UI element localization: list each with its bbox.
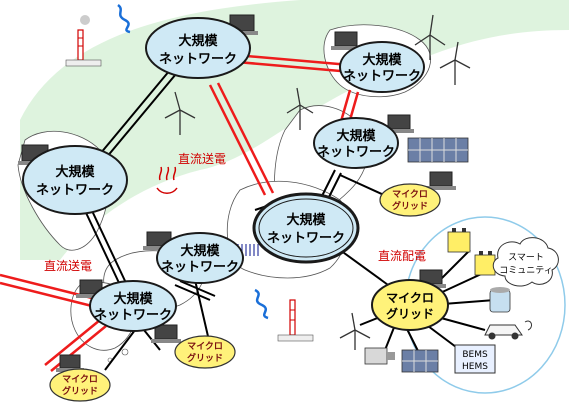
node-label-line2: ネットワーク [161,260,239,275]
geothermal-icon [156,166,178,194]
hems-label: HEMS [462,362,488,372]
large-network-node-kyushu: 大規模 ネットワーク [89,280,177,332]
laptop-icon [76,279,106,298]
battery-icon [447,228,496,276]
micro-grid-node-main: マイクロ グリッド [371,279,449,331]
bems-hems-box: BEMS HEMS [454,344,496,374]
wind-turbine-icon [414,14,446,60]
micro-grid-label-line1: マイクロ [392,189,428,200]
node-label-line1: 大規模 [178,33,218,49]
micro-grid-node-tohoku: マイクロ グリッド [379,183,441,217]
dc-transmission-label-top: 直流送電 [178,151,226,166]
smart-community-label-line2: コミュニティ [499,265,552,276]
wind-turbine-icon [164,91,196,135]
micro-grid-label-line2: グリッド [187,352,223,364]
power-plant-icon [277,299,314,342]
large-network-node-kansai: 大規模 ネットワーク [156,232,244,284]
micro-grid-label-line2: グリッド [62,385,98,397]
micro-grid-label-line1: マイクロ [62,374,98,385]
node-label-line1: 大規模 [336,128,376,144]
laptop-icon [426,171,456,190]
wind-turbine-icon [286,87,314,130]
node-label-line2: ネットワーク [36,183,114,198]
node-label-line2: ネットワーク [267,231,345,246]
large-network-node-west: 大規模 ネットワーク [22,145,128,215]
solar-panel-icon [401,349,439,373]
micro-grid-node-kansai: マイクロ グリッド [174,335,236,369]
solar-panel-icon [407,137,469,163]
micro-grid-node-kyushu: マイクロ グリッド [49,368,111,402]
micro-grid-label-line2: グリッド [386,306,434,321]
laptop-icon [331,31,361,50]
wind-turbine-icon [439,41,471,85]
large-network-node-top: 大規模 ネットワーク [145,17,251,79]
fuel-cell-icon [489,287,511,313]
node-label-line1: 大規模 [362,52,402,68]
generator-icon [364,347,395,365]
node-label-line2: ネットワーク [343,69,421,84]
island [121,348,129,356]
hydro-wave-icon [117,3,131,34]
node-label-line1: 大規模 [55,164,95,180]
large-network-node-tohoku: 大規模 ネットワーク [313,117,399,169]
electric-car-icon [484,320,533,340]
bems-label: BEMS [462,350,488,360]
node-label-line1: 大規模 [286,212,326,228]
dc-transmission-label-left: 直流送電 [44,258,92,273]
laptop-icon [151,324,181,343]
node-label-line2: ネットワーク [317,145,395,160]
smart-community-cloud: スマート コミュニティ [492,237,559,287]
smart-community-label-line1: スマート [508,253,544,263]
power-plant-icon [65,15,102,67]
dc-distribution-label: 直流配電 [378,249,426,263]
wind-turbine-icon [339,312,371,350]
large-network-node-center: 大規模 ネットワーク [252,192,360,264]
micro-grid-label-line1: マイクロ [187,341,223,352]
node-label-line1: 大規模 [180,243,220,259]
node-label-line2: ネットワーク [159,52,237,67]
node-label-line1: 大規模 [113,291,153,307]
micro-grid-label-line1: マイクロ [386,291,434,305]
hydro-wave-icon [254,288,269,320]
large-network-node-hokkaido: 大規模 ネットワーク [339,41,425,93]
micro-grid-label-line2: グリッド [392,200,428,212]
laptop-icon [384,114,414,133]
node-label-line2: ネットワーク [94,308,172,323]
